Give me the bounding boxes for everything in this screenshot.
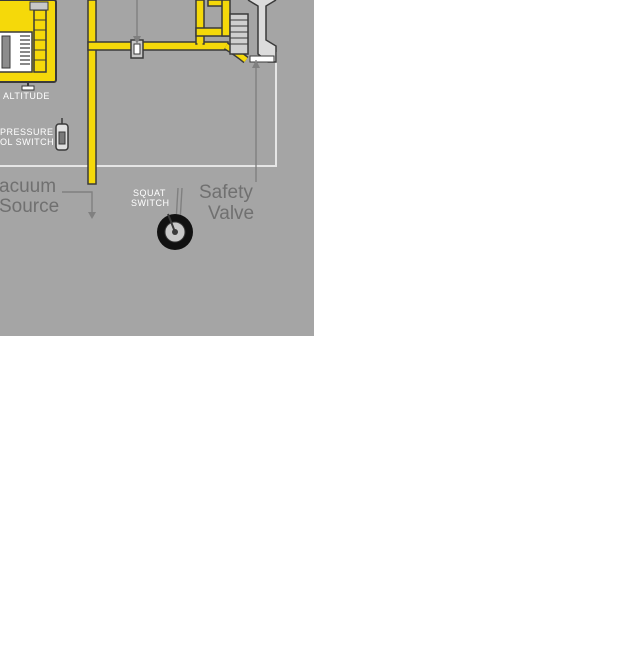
schematic-drawing: [0, 0, 277, 250]
control-wire: [96, 52, 277, 167]
vacuum-source-label-line1: acuum: [0, 176, 57, 197]
squat-switch-label-line2: SWITCH: [131, 198, 170, 208]
altitude-controller: [0, 0, 57, 91]
squat-switch-label-line1: SQUAT: [133, 188, 166, 198]
pressure-control-switch: [55, 118, 69, 151]
altitude-label: ALTITUDE: [3, 91, 50, 101]
pressure-switch-label-line1: PRESSURE: [0, 127, 54, 137]
vacuum-arrow: [88, 212, 96, 219]
vacuum-source-label-line2: Source: [0, 196, 60, 217]
pressure-switch-label-line2: OL SWITCH: [0, 137, 55, 147]
safety-valve-label-line1: Safety: [199, 182, 253, 203]
lead-lines: [62, 0, 257, 223]
safety-valve-label-line2: Valve: [208, 203, 255, 224]
fitting-arrow: [133, 36, 141, 44]
diagram-panel: ALTITUDE PRESSURE OL SWITCH acuum Source…: [0, 0, 314, 336]
squat-switch-wheel: [157, 213, 193, 250]
safety-valve-body: [229, 0, 277, 63]
vacuum-duct: [87, 0, 249, 185]
valve-arrow: [252, 60, 260, 68]
